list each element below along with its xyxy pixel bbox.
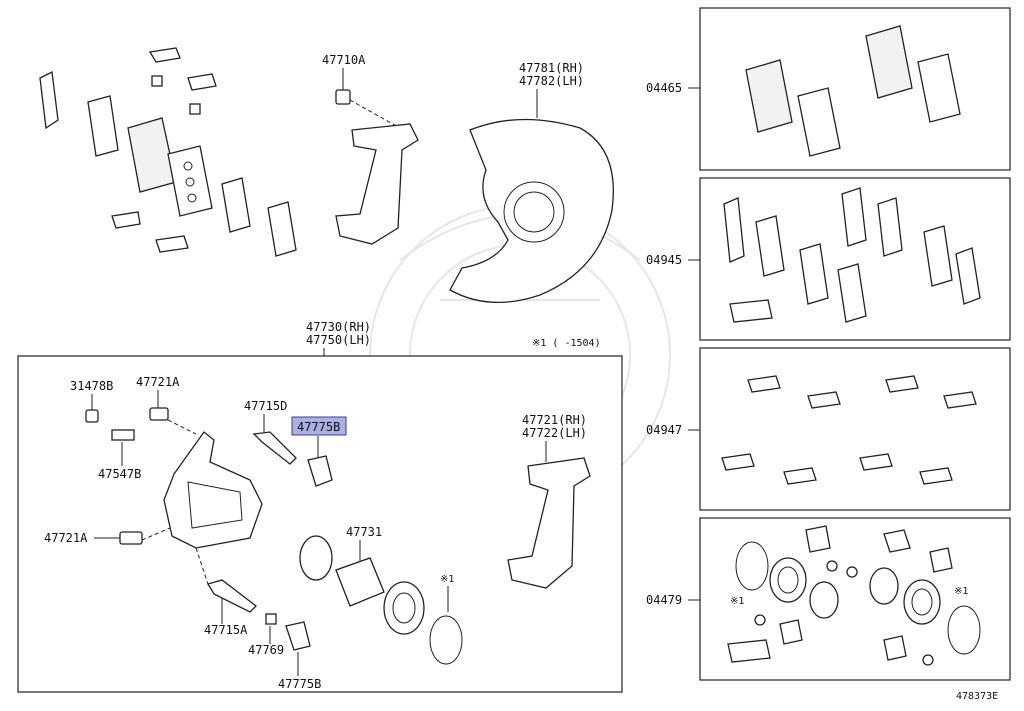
label-47715a: 47715A: [204, 623, 248, 637]
figure-code: 478373E: [956, 691, 998, 702]
label-47750: 47750(LH): [306, 333, 371, 347]
label-47782: 47782(LH): [519, 74, 584, 88]
caliper-piston-47731[interactable]: [335, 557, 385, 607]
pad-shim-a[interactable]: [221, 177, 251, 233]
bolt-47710a[interactable]: [335, 89, 351, 105]
shim-left[interactable]: [39, 71, 59, 130]
label-47721a-left: 47721A: [44, 531, 88, 545]
kit-04465: 04465: [646, 7, 1011, 171]
kit-04947-frame[interactable]: [699, 347, 1011, 511]
label-47731: 47731: [346, 525, 382, 539]
label-47775b-highlighted[interactable]: 47775B: [297, 420, 340, 434]
brake-pad-group: [39, 47, 297, 257]
guide-pin-boot-47775b-bottom[interactable]: [285, 621, 311, 651]
mark-1-kit-b: ※1: [954, 586, 968, 597]
mark-1-caliper: ※1: [440, 574, 454, 585]
bushing-47769[interactable]: [265, 613, 277, 625]
piston-seal[interactable]: [299, 535, 333, 581]
bracket-group: 47710A: [322, 53, 419, 245]
guide-pin-47715d[interactable]: [252, 431, 297, 465]
kit-04945: 04945: [646, 177, 1011, 341]
label-04479: 04479: [646, 593, 682, 607]
disc-brake-dust-cover[interactable]: [449, 118, 614, 304]
dust-cover-group: 47781(RH) 47782(LH): [449, 61, 614, 304]
label-31478b: 31478B: [70, 379, 113, 393]
label-47721a-top: 47721A: [136, 375, 180, 389]
kit-04479: 04479 ※1 ※1: [646, 517, 1011, 681]
label-47781: 47781(RH): [519, 61, 584, 75]
anti-squeal-shim[interactable]: [87, 95, 119, 157]
pad-clip-3[interactable]: [111, 211, 141, 229]
pad-clip-5[interactable]: [151, 75, 163, 87]
label-47710a: 47710A: [322, 53, 366, 67]
label-47722: 47722(LH): [522, 426, 587, 440]
bleeder-cap-31478b[interactable]: [85, 409, 99, 423]
label-04947: 04947: [646, 423, 682, 437]
guide-pin-47715a[interactable]: [207, 579, 257, 613]
caliper-assembly-frame: [17, 355, 623, 693]
label-04945: 04945: [646, 253, 682, 267]
pad-clip-4[interactable]: [155, 235, 189, 253]
kit-04947: 04947: [646, 347, 1011, 511]
label-04465: 04465: [646, 81, 682, 95]
pad-clip-1[interactable]: [148, 47, 181, 63]
set-ring[interactable]: [429, 615, 463, 665]
caliper-mounting-bracket[interactable]: [335, 123, 419, 245]
guide-pin-boot-47775b[interactable]: [307, 455, 333, 487]
caliper-bracket-47721[interactable]: [507, 457, 591, 589]
bleeder-plug-47547b[interactable]: [111, 429, 135, 441]
label-47775b-bottom: 47775B: [278, 677, 321, 691]
mark-1-kit-a: ※1: [730, 596, 744, 607]
label-47775b-highlight: [291, 416, 347, 436]
pad-shim-b[interactable]: [267, 201, 297, 257]
brake-pad-outer[interactable]: [167, 145, 213, 217]
label-47769: 47769: [248, 643, 284, 657]
caliper-parts: 31478B 47721A 47547B 47721A 47715D 47775…: [44, 375, 591, 691]
cylinder-boot[interactable]: [383, 581, 425, 635]
bolt-47721a-left[interactable]: [119, 531, 143, 545]
label-47721: 47721(RH): [522, 413, 587, 427]
label-47547b: 47547B: [98, 467, 141, 481]
kit-04465-frame[interactable]: [699, 7, 1011, 171]
pad-clip-6[interactable]: [189, 103, 201, 115]
pad-clip-2[interactable]: [187, 73, 217, 91]
note-1504: ※1 ( -1504): [532, 338, 601, 349]
bolt-47721a-top[interactable]: [149, 407, 169, 421]
label-47715d: 47715D: [244, 399, 287, 413]
label-47730: 47730(RH): [306, 320, 371, 334]
dust-cover-hub-hole: [503, 181, 565, 243]
caliper-cylinder[interactable]: [163, 431, 263, 549]
